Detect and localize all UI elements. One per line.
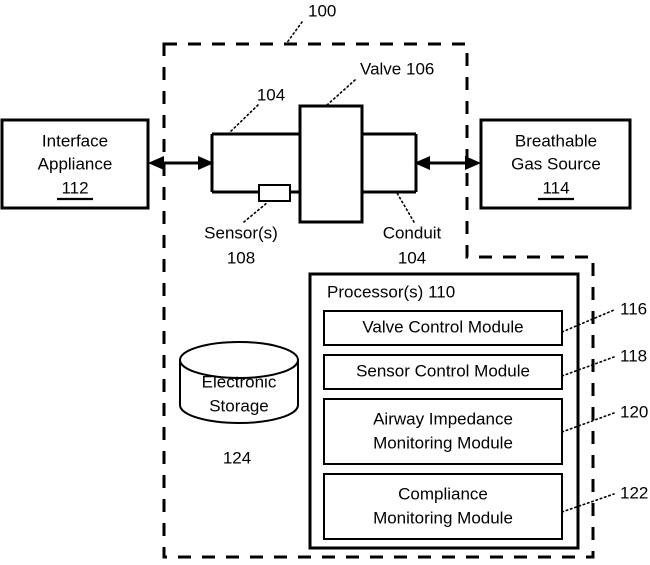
module-box-sensor-control[interactable] (323, 354, 563, 390)
module-label-compliance-line2: Monitoring Module (373, 508, 513, 527)
leader-line-122 (561, 493, 615, 513)
leader-line-valve (325, 79, 356, 107)
leader-line-116 (561, 309, 615, 333)
module-box-compliance[interactable] (323, 473, 563, 540)
interface-appliance-box[interactable] (0, 118, 150, 210)
system-ref-label: 100 (308, 1, 336, 20)
sensor-callout-label: Sensor(s) (204, 223, 278, 242)
interface-appliance-ref: 112 (61, 178, 88, 197)
leader-line-100 (285, 21, 303, 45)
interface-appliance-line2: Appliance (38, 154, 113, 173)
leader-line-conduit-top (227, 104, 259, 135)
sensor-rect[interactable] (258, 184, 291, 202)
module-ref-122: 122 (620, 483, 648, 502)
conduit-right-segment (362, 132, 418, 194)
valve-box[interactable] (298, 104, 364, 224)
processor-title: Processor(s) 110 (327, 282, 455, 301)
interface-appliance-line1: Interface (42, 131, 108, 150)
leader-line-120 (561, 412, 615, 433)
conduit-left-segment (210, 132, 300, 194)
breathable-gas-source-box[interactable] (479, 118, 632, 210)
conduit-top-ref-label: 104 (257, 85, 285, 104)
leader-line-sensor (243, 201, 269, 223)
arrow-conduit-to-gas-source (414, 156, 481, 170)
module-label-compliance-line1: Compliance (398, 484, 488, 503)
leader-line-118 (561, 356, 615, 377)
breathable-gas-source-line1: Breathable (515, 131, 597, 150)
processor-box[interactable] (308, 272, 580, 550)
module-label-valve-control: Valve Control Module (362, 317, 523, 336)
module-ref-120: 120 (620, 402, 648, 421)
conduit-callout-label: Conduit (383, 223, 442, 242)
breathable-gas-source-line2: Gas Source (511, 154, 601, 173)
module-ref-116: 116 (620, 299, 647, 318)
sensor-callout-ref: 108 (227, 248, 255, 267)
conduit-callout-ref: 104 (398, 248, 426, 267)
leader-line-conduit-bottom (396, 192, 415, 223)
valve-callout-label: Valve 106 (360, 59, 434, 78)
module-label-sensor-control: Sensor Control Module (356, 361, 530, 380)
electronic-storage-line2: Storage (209, 396, 269, 415)
electronic-storage-ref: 124 (223, 448, 251, 467)
arrow-appliance-to-conduit (148, 156, 214, 170)
module-label-airway-impedance-line1: Airway Impedance (373, 409, 513, 428)
electronic-storage-line1: Electronic (202, 372, 277, 391)
system-boundary-dashed (162, 42, 595, 559)
module-ref-118: 118 (620, 346, 647, 365)
electronic-storage-cylinder[interactable] (179, 341, 299, 424)
module-label-airway-impedance-line2: Monitoring Module (373, 433, 513, 452)
module-box-valve-control[interactable] (323, 310, 563, 346)
breathable-gas-source-ref: 114 (542, 178, 569, 197)
